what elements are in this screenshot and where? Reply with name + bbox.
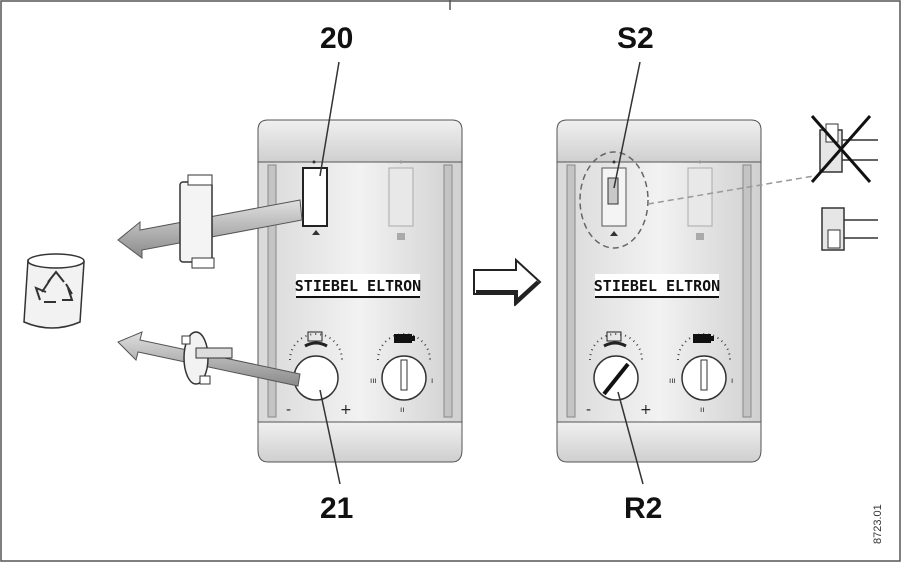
removed-switch-assembly <box>117 174 303 269</box>
right-low-mark: ııı <box>669 376 676 385</box>
right-minus-mark: - <box>586 402 591 418</box>
drawing-code: 8723.01 <box>872 504 884 544</box>
left-switch-slot-2 <box>388 167 414 227</box>
right-dial-temperature-r2 <box>589 331 643 401</box>
left-plus-mark: + <box>340 402 352 418</box>
label-20: 20 <box>320 22 354 55</box>
right-high-mark: ı <box>731 376 733 385</box>
label-s2: S2 <box>617 22 654 55</box>
leader-21 <box>319 389 341 485</box>
right-mid-mark: ıı <box>700 405 704 414</box>
left-minus-mark: - <box>286 402 291 418</box>
left-rail-left <box>267 164 277 418</box>
correct-switch-icon <box>821 207 878 251</box>
right-rail-right <box>742 164 752 418</box>
right-top-cap <box>556 119 762 163</box>
left-switch-slot-removed <box>302 167 328 227</box>
wrong-switch-crossed-icon <box>810 115 878 183</box>
left-unit: STIEBEL ELTRON - + ııı ı ıı <box>257 119 463 463</box>
left-brand-bg <box>296 274 420 296</box>
left-rail-right <box>443 164 453 418</box>
left-high-mark: ı <box>431 376 433 385</box>
left-mid-mark: ıı <box>400 405 404 414</box>
left-low-mark: ııı <box>370 376 377 385</box>
left-dial-temperature <box>289 331 343 401</box>
label-21: 21 <box>320 492 354 525</box>
right-rail-left <box>566 164 576 418</box>
dashed-pointer <box>647 175 815 205</box>
right-brand-bg <box>595 274 719 296</box>
left-brand-text: STIEBEL ELTRON <box>295 277 421 295</box>
right-plus-mark: + <box>640 402 652 418</box>
arrow-remove-knob <box>117 331 301 387</box>
left-top-cap <box>257 119 463 163</box>
right-bottom-cap <box>556 421 762 463</box>
leader-r2 <box>617 391 644 485</box>
right-brand-text: STIEBEL ELTRON <box>594 277 720 295</box>
s2-highlight-circle <box>579 151 649 249</box>
right-dial-power <box>677 333 731 401</box>
leader-s2 <box>613 61 641 189</box>
left-dial-power <box>377 333 431 401</box>
recycle-bin-icon <box>23 253 85 329</box>
label-r2: R2 <box>624 492 663 525</box>
left-bottom-cap <box>257 421 463 463</box>
right-unit: STIEBEL ELTRON - + ııı ı ıı <box>556 119 762 463</box>
removed-knob-assembly <box>117 331 301 387</box>
leader-20 <box>319 61 340 177</box>
switch-cover-piece <box>179 181 213 263</box>
